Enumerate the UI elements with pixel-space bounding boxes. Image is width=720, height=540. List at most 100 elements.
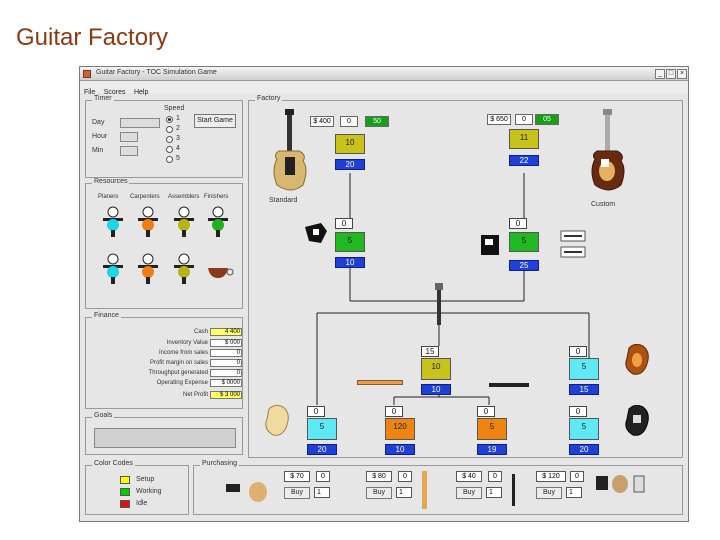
day-field [120,118,160,128]
price-field: $ 120 [536,471,566,482]
worker-icon[interactable] [174,206,194,237]
speed-radio-3[interactable] [166,136,173,143]
standard-body-blank-icon [265,404,289,436]
idle-swatch [120,500,130,508]
buy-button[interactable]: Buy [366,487,392,499]
custom-output-count: 22 [509,155,539,166]
buy-quantity-input[interactable]: 1 [566,487,582,498]
station-wip[interactable]: 5 [477,418,507,440]
station-queue: 0 [569,406,587,417]
assembly-wip[interactable]: 10 [421,358,451,380]
station-wip[interactable]: 120 [385,418,415,440]
finish-left-wip[interactable]: 5 [335,232,365,252]
finance-label: Cash [193,329,208,335]
custom-stock: 0 [515,114,533,125]
finance-label: Operating Expense [156,380,208,386]
working-swatch [120,488,130,496]
worker-icon[interactable] [208,206,228,237]
neck-blank-icon [357,380,403,385]
min-label: Min [92,147,104,154]
speed-option-5: 5 [176,155,180,162]
buy-quantity-input[interactable]: 1 [486,487,502,498]
menu-file[interactable]: File [84,89,96,96]
finance-row-net-profit: Net Profit$ 3 000 [92,391,242,400]
minimize-button[interactable]: _ [655,69,665,79]
buy-quantity-input[interactable]: 1 [314,487,330,498]
station-wip[interactable]: 5 [307,418,337,440]
buy-button[interactable]: Buy [536,487,562,499]
speed-radio-2[interactable] [166,126,173,133]
finish-right-queue: 0 [509,218,527,229]
assembly-right-wip[interactable]: 5 [569,358,599,380]
hour-label: Hour [92,133,108,140]
coffee-cup-icon [208,268,234,278]
speed-radio-5[interactable] [166,156,173,163]
buy-button[interactable]: Buy [284,487,310,499]
speed-option-4: 4 [176,145,180,152]
pickups-icon [560,230,586,258]
standard-assembly-wip[interactable]: 10 [335,134,365,154]
worker-icon[interactable] [103,206,123,237]
speed-label: Speed [164,105,185,112]
finish-right-wip[interactable]: 5 [509,232,539,252]
speed-radio-4[interactable] [166,146,173,153]
buy-button[interactable]: Buy [456,487,482,499]
factory-group-label: Factory [255,95,283,102]
goals-group-label: Goals [92,412,115,419]
standard-output-count: 20 [335,159,365,170]
finance-label: Profit margin on sales [149,360,208,366]
standard-demand: 50 [365,116,389,127]
speed-option-2: 2 [176,125,180,132]
worker-icon[interactable] [138,206,158,237]
custom-demand: 05 [535,114,559,125]
fretboard-blank-icon [489,383,529,387]
finance-value: 0 [210,359,242,367]
worker-icon[interactable] [174,253,194,284]
neck-icon [422,471,427,509]
window-title: Guitar Factory - TOC Simulation Game [96,69,217,76]
finance-value: 4 400 [210,328,242,336]
qty-field: 0 [570,471,584,482]
speed-radio-1[interactable] [166,116,173,123]
custom-materials-graphic [596,475,645,493]
close-button[interactable]: × [677,69,687,79]
purchasing-group-label: Purchasing [200,460,240,467]
start-game-button[interactable]: Start Game [194,114,236,128]
guitar-body-icon [249,482,267,502]
worker-icon[interactable] [103,253,123,284]
custom-label: Custom [591,201,616,208]
finance-row-opex: Operating Expense$ 0000 [92,379,242,388]
day-label: Day [92,119,105,126]
finance-group-label: Finance [92,312,121,319]
custom-body-icon [612,475,628,493]
finish-left-output: 10 [335,257,365,268]
standard-guitar-icon [273,109,307,191]
qty-field: 0 [398,471,412,482]
hour-field [120,132,138,142]
goals-group: Goals [85,412,243,455]
standard-stock: 0 [340,116,358,127]
buy-quantity-input[interactable]: 1 [396,487,412,498]
custom-assembly-wip[interactable]: 11 [509,129,539,149]
custom-parts-icon [633,475,645,493]
custom-guitar-icon [591,109,625,191]
resources-group-label: Resources [92,178,130,185]
assembly-queue: 15 [421,346,439,357]
price-field: $ 80 [366,471,392,482]
slide-title: Guitar Factory [16,24,169,51]
station-wip[interactable]: 5 [569,418,599,440]
maximize-button[interactable]: □ [666,69,676,79]
price-field: $ 70 [284,471,310,482]
finance-value: $ 000 [210,339,242,347]
pickguard-icon [226,484,240,492]
menu-help[interactable]: Help [133,89,149,96]
finance-value: 0 [210,369,242,377]
finance-value: 0 [210,349,242,357]
finance-row-inventory: Inventory Value$ 000 [92,339,242,348]
finance-label: Income from sales [158,350,208,356]
worker-icon[interactable] [138,253,158,284]
menu-scores[interactable]: Scores [103,89,126,96]
goals-display [94,428,236,448]
